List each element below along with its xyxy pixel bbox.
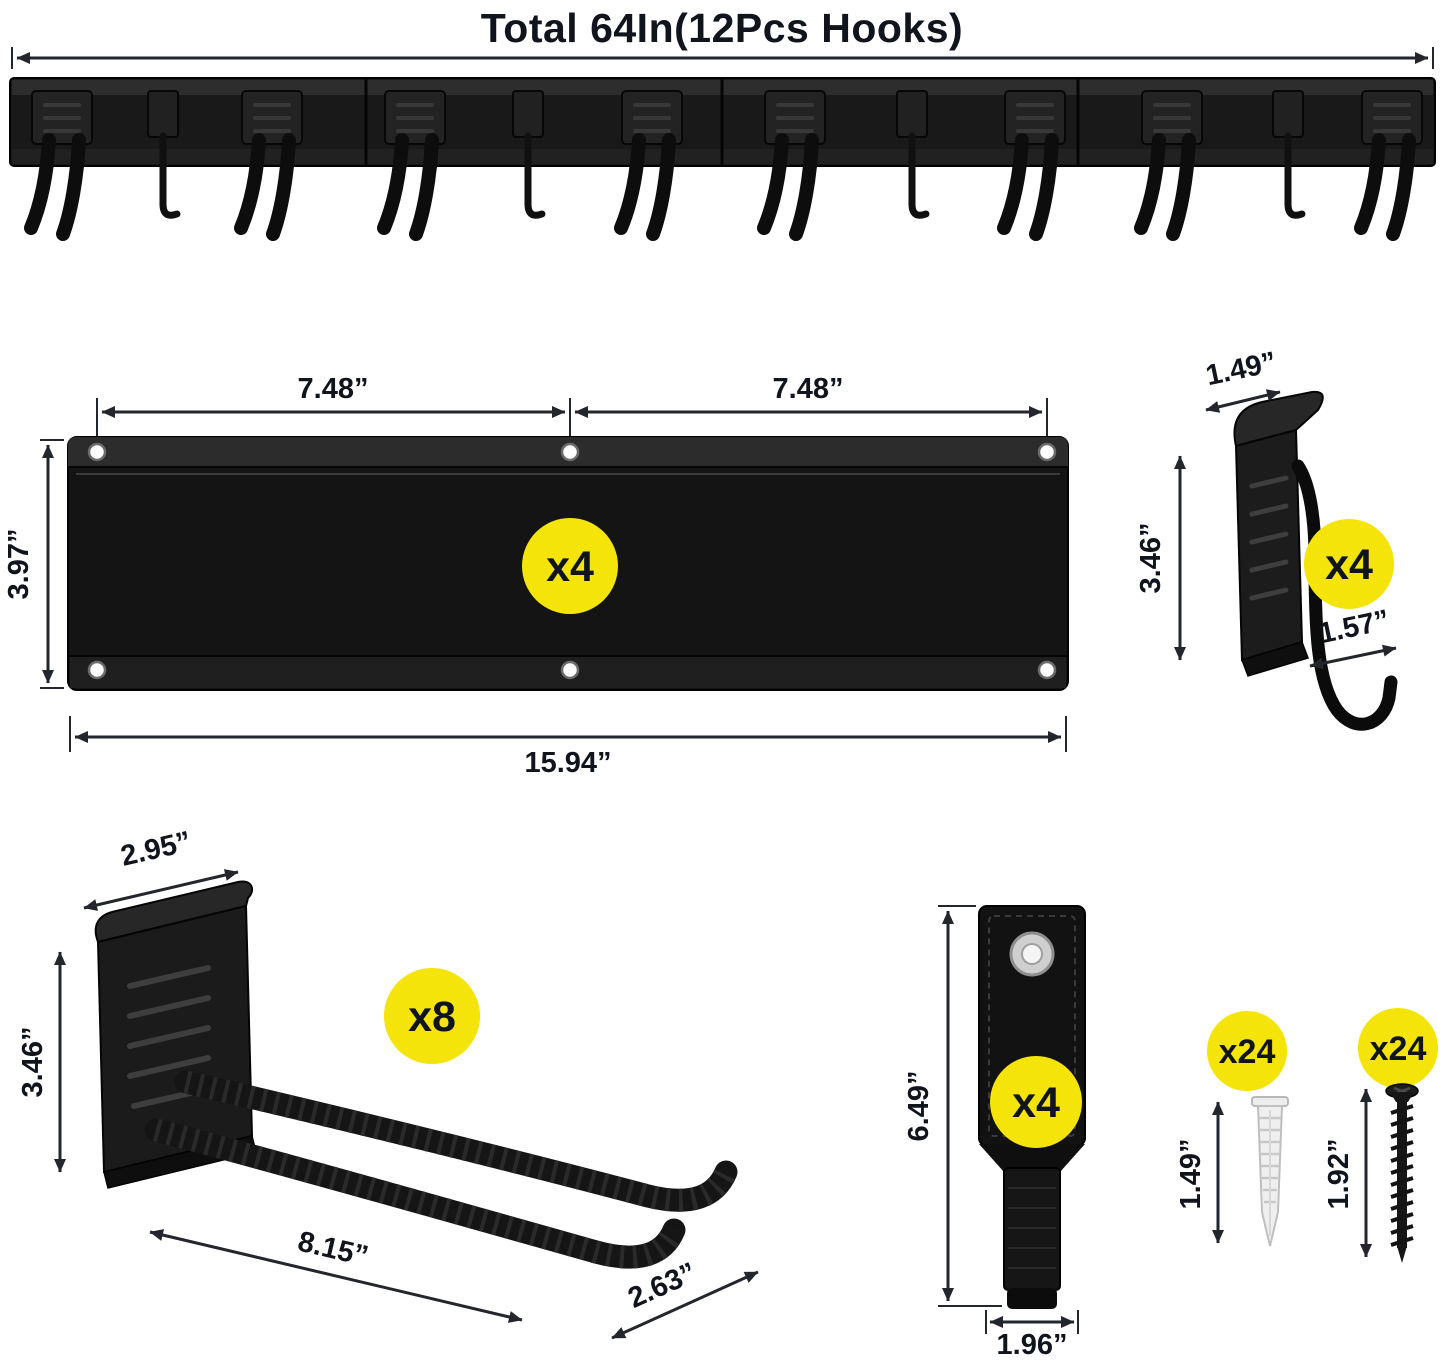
screw-threads [1390, 1104, 1414, 1247]
flat-hook-graphic [94, 880, 738, 1269]
badge-circle [1207, 1011, 1287, 1091]
diagram-title: Total 64In(12Pcs Hooks) [481, 5, 963, 51]
dim-label-rail-height: 3.97” [3, 529, 35, 600]
rail-assembly-graphic [9, 77, 1436, 234]
strap-section: 6.49” 1.96” x4 [903, 905, 1086, 1361]
badge-label: x24 [1370, 1030, 1427, 1068]
dim-label-jhook-height: 3.46” [1135, 523, 1167, 594]
count-badge-screw: x24 [1358, 1008, 1438, 1088]
screw-shaft [1397, 1100, 1407, 1248]
count-badge-flat-hook: x8 [384, 968, 480, 1064]
count-badge-j-hook: x4 [1304, 519, 1394, 609]
j-hook-foot [1241, 641, 1309, 677]
mounting-holes [87, 442, 1057, 680]
count-badge-rail: x4 [522, 518, 618, 614]
dim-arrow-jhook-depth [1309, 644, 1397, 670]
j-hook-slots [1249, 475, 1289, 601]
grommet-hole [1021, 943, 1043, 965]
badge-label: x4 [1012, 1079, 1060, 1127]
dim-label-hole-right: 7.48” [773, 373, 844, 405]
dim-label-rail-length: 15.94” [524, 747, 611, 779]
dim-label-strap-width: 1.96” [997, 1329, 1068, 1361]
badge-circle [1304, 519, 1394, 609]
wall-anchor-graphic [1251, 1096, 1289, 1247]
screw-head-cone [1390, 1092, 1414, 1102]
badge-circle [1358, 1008, 1438, 1088]
dim-label-jhook-width: 1.49” [1203, 346, 1279, 392]
screw-section: x24 1.92” [1323, 1008, 1438, 1263]
flat-hook-section: 2.95” 3.46” 8.15” 2.63” x8 [17, 826, 759, 1340]
screw-tip [1397, 1246, 1407, 1263]
hole-extension-lines [96, 398, 1048, 440]
dim-label-strap-height: 6.49” [903, 1071, 935, 1142]
flat-hook-prong-upper-texture [183, 1070, 737, 1212]
dim-arrow-flathook-spread [611, 1270, 759, 1340]
dim-arrow-flathook-length [149, 1229, 523, 1323]
dim-label-flathook-height: 3.46” [17, 1027, 49, 1098]
count-badge-strap: x4 [990, 1056, 1082, 1148]
anchor-section: x24 1.49” [1175, 1011, 1289, 1247]
dim-label-flathook-width: 2.95” [118, 826, 194, 873]
dim-label-anchor-height: 1.49” [1175, 1139, 1207, 1210]
badge-circle [990, 1056, 1082, 1148]
strap-end-tab [1007, 1288, 1057, 1309]
strap-neck [979, 1144, 1085, 1172]
dim-arrow-flathook-width [83, 869, 239, 911]
badge-circle [522, 518, 618, 614]
badge-label: x4 [546, 543, 594, 591]
badge-circle [384, 968, 480, 1064]
j-hook-section: 1.49” 3.46” 1.57” x4 [1135, 346, 1398, 731]
dim-label-jhook-depth: 1.57” [1316, 604, 1392, 650]
strap-tail-texture [1008, 1187, 1056, 1269]
dim-label-screw-height: 1.92” [1323, 1139, 1355, 1210]
count-badge-anchor: x24 [1207, 1011, 1287, 1091]
dim-arrow-jhook-width [1205, 389, 1281, 413]
badge-label: x24 [1219, 1033, 1276, 1071]
badge-label: x4 [1325, 541, 1373, 589]
rail-seams [364, 79, 1080, 165]
dim-label-hole-left: 7.48” [298, 373, 369, 405]
rail-detail-section: 7.48” 7.48” 3.97” 15.94” [3, 373, 1069, 779]
screw-graphic [1385, 1083, 1419, 1263]
dim-label-flathook-length: 8.15” [295, 1226, 371, 1273]
strap-stitching [988, 915, 1076, 1137]
anchor-collar [1251, 1096, 1289, 1107]
badge-label: x8 [408, 993, 456, 1041]
flat-hook-prong-lower-texture [153, 1118, 685, 1269]
total-width-dimension [11, 47, 1434, 69]
